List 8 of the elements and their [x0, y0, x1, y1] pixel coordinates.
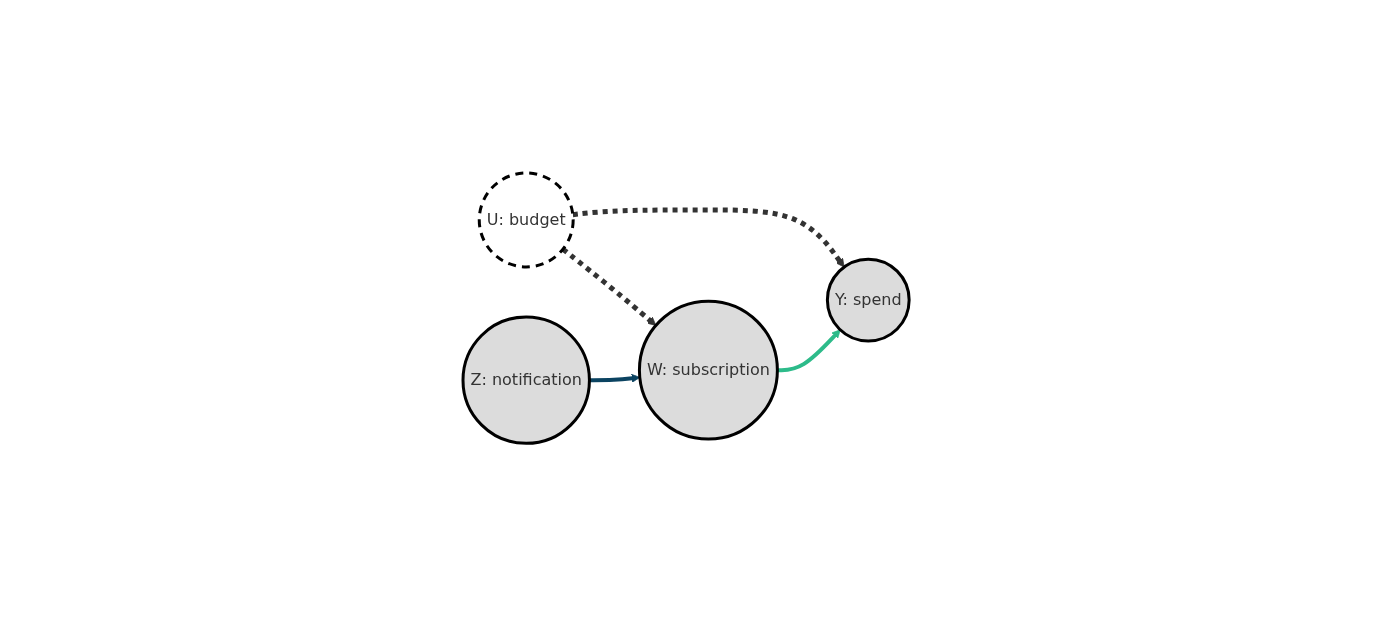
arrow	[573, 207, 845, 268]
node-circle: W: subscription	[638, 300, 780, 441]
arrow	[589, 374, 641, 383]
arrow	[777, 329, 842, 373]
node-circle: U: budget	[478, 171, 576, 269]
node-circle: Z: notification	[461, 315, 592, 446]
node-circle: Y: spend	[826, 258, 912, 343]
arrow	[561, 247, 657, 327]
